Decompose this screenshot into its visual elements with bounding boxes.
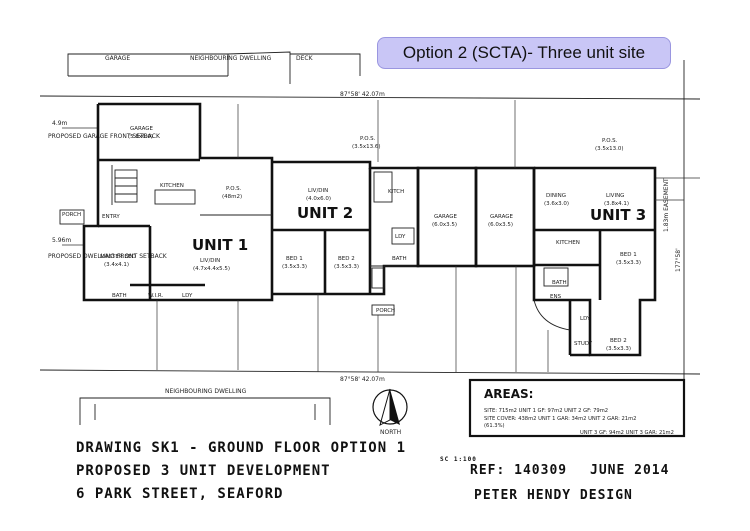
title-date: JUNE 2014 bbox=[590, 463, 670, 478]
u1-living-dim: (4.7x4.4x5.5) bbox=[193, 266, 230, 272]
u1-garage-dim: (5.8x6.0) bbox=[128, 134, 153, 140]
setback-bottom-dim: 5.96m bbox=[52, 237, 71, 244]
u1-master-dim: (3.4x4.1) bbox=[104, 262, 129, 268]
site-boundary: 87°58' 42.07m 87°58' 42.07m bbox=[39, 60, 701, 404]
top-garage-label: GARAGE bbox=[105, 55, 130, 62]
easement-note: 1.83m EASEMENT bbox=[663, 178, 670, 232]
setback-bottom-note: PROPOSED DWELLING FRONT SETBACK bbox=[48, 253, 168, 260]
bottom-neighbour-label: NEIGHBOURING DWELLING bbox=[165, 388, 247, 395]
bottom-neighbour-building: NEIGHBOURING DWELLING bbox=[79, 388, 331, 425]
option-banner: Option 2 (SCTA)- Three unit site bbox=[377, 37, 671, 69]
u1-living-label: LIV/DIN bbox=[200, 258, 220, 264]
u2-garage-label: GARAGE bbox=[434, 214, 458, 220]
top-deck-label: DECK bbox=[296, 55, 314, 62]
u2-kitchen-label: KITCH bbox=[388, 189, 404, 195]
left-setback-notes: 4.9m PROPOSED GARAGE FRONT SETBACK 5.96m… bbox=[48, 120, 168, 260]
u3-bed1-label: BED 1 bbox=[620, 252, 637, 258]
setback-top-note: PROPOSED GARAGE FRONT SETBACK bbox=[48, 133, 161, 140]
u1-kitchen-label: KITCHEN bbox=[160, 183, 184, 189]
u2-bath-label: BATH bbox=[392, 256, 407, 262]
areas-row-3: (61.3%) bbox=[484, 423, 505, 429]
u1-entry-label: ENTRY bbox=[102, 214, 120, 220]
u2-bed1-dim: (3.5x3.3) bbox=[282, 264, 307, 270]
u2-living-dim: (4.0x6.0) bbox=[306, 196, 331, 202]
u3-garage-label: GARAGE bbox=[490, 214, 514, 220]
unit-3: GARAGE (6.0x3.5) P.O.S. (3.5x13.0) DININ… bbox=[474, 138, 657, 357]
top-neighbour-buildings: GARAGE NEIGHBOURING DWELLING DECK bbox=[67, 51, 361, 84]
u1-wir-label: W.I.R. bbox=[148, 293, 164, 299]
setback-top-dim: 4.9m bbox=[52, 120, 68, 127]
u1-master-label: MASTER BED bbox=[100, 254, 136, 260]
u2-ldy-label: LDY bbox=[395, 234, 406, 240]
u3-garage-dim: (6.0x3.5) bbox=[488, 222, 513, 228]
u1-porch-label: PORCH bbox=[62, 212, 81, 218]
unit-1: GARAGE (5.8x6.0) KITCHEN P.O.S. (48m2) P… bbox=[59, 102, 274, 302]
u3-ens-label: ENS bbox=[550, 294, 562, 300]
u2-porch-label: PORCH bbox=[376, 308, 395, 314]
u2-pos-dim: (3.5x13.6) bbox=[352, 144, 381, 150]
u2-bed1-label: BED 1 bbox=[286, 256, 303, 262]
u3-bed2-dim: (3.5x3.3) bbox=[606, 346, 631, 352]
u2-garage-dim: (6.0x3.5) bbox=[432, 222, 457, 228]
unit-1-label: UNIT 1 bbox=[192, 236, 248, 254]
u3-kitchen-label: KITCHEN bbox=[556, 240, 580, 246]
u1-bath-label: BATH bbox=[112, 293, 127, 299]
unit-2: PORCH P.O.S. (3.5x13.6) LIV/DIN (4.0x6.0… bbox=[272, 136, 478, 316]
title-line-1: DRAWING SK1 - GROUND FLOOR OPTION 1 bbox=[76, 440, 407, 456]
u3-study-label: STUDY bbox=[574, 341, 593, 347]
north-label: NORTH bbox=[380, 429, 401, 436]
top-bearing: 87°58' 42.07m bbox=[340, 91, 385, 98]
top-neighbour-label: NEIGHBOURING DWELLING bbox=[190, 55, 272, 62]
title-scale: SC 1:100 bbox=[440, 456, 477, 463]
u3-bed2-label: BED 2 bbox=[610, 338, 627, 344]
areas-row-2: SITE COVER: 438m2 UNIT 1 GAR: 34m2 UNIT … bbox=[484, 416, 636, 422]
unit-2-label: UNIT 2 bbox=[297, 204, 353, 222]
u3-ldy-label: LDY bbox=[580, 316, 591, 322]
u3-pos-dim: (3.5x13.0) bbox=[595, 146, 624, 152]
title-ref: REF: 140309 bbox=[470, 463, 568, 478]
unit-3-label: UNIT 3 bbox=[590, 206, 646, 224]
right-bearing: 177°58' bbox=[675, 248, 682, 272]
areas-box: AREAS: SITE: 715m2 UNIT 1 GF: 97m2 UNIT … bbox=[468, 378, 686, 438]
u1-garage-label: GARAGE bbox=[130, 126, 154, 132]
areas-row-1: SITE: 715m2 UNIT 1 GF: 97m2 UNIT 2 GF: 7… bbox=[484, 408, 608, 414]
dimension-lines bbox=[156, 100, 684, 372]
areas-row-4: UNIT 3 GF: 94m2 UNIT 3 GAR: 21m2 bbox=[580, 430, 674, 436]
north-arrow-icon: NORTH bbox=[372, 388, 408, 436]
areas-heading: AREAS: bbox=[484, 387, 533, 401]
title-line-2: PROPOSED 3 UNIT DEVELOPMENT bbox=[76, 463, 331, 479]
title-line-3: 6 PARK STREET, SEAFORD bbox=[76, 486, 284, 502]
u3-pos-label: P.O.S. bbox=[602, 138, 618, 144]
u3-living-dim: (3.8x4.1) bbox=[604, 201, 629, 207]
title-designer: PETER HENDY DESIGN bbox=[474, 488, 633, 503]
u2-bed2-dim: (3.5x3.3) bbox=[334, 264, 359, 270]
u3-bed1-dim: (3.5x3.3) bbox=[616, 260, 641, 266]
bottom-bearing: 87°58' 42.07m bbox=[340, 376, 385, 383]
u1-ldy-label: LDY bbox=[182, 293, 193, 299]
u2-living-label: LIV/DIN bbox=[308, 188, 328, 194]
u3-dining-dim: (3.6x3.0) bbox=[544, 201, 569, 207]
u1-pos-label: P.O.S. bbox=[226, 186, 242, 192]
u2-pos-label: P.O.S. bbox=[360, 136, 376, 142]
u3-dining-label: DINING bbox=[546, 193, 566, 199]
u3-living-label: LIVING bbox=[606, 193, 624, 199]
u3-bath-label: BATH bbox=[552, 280, 567, 286]
u1-pos-dim: (48m2) bbox=[222, 194, 242, 200]
u2-bed2-label: BED 2 bbox=[338, 256, 355, 262]
